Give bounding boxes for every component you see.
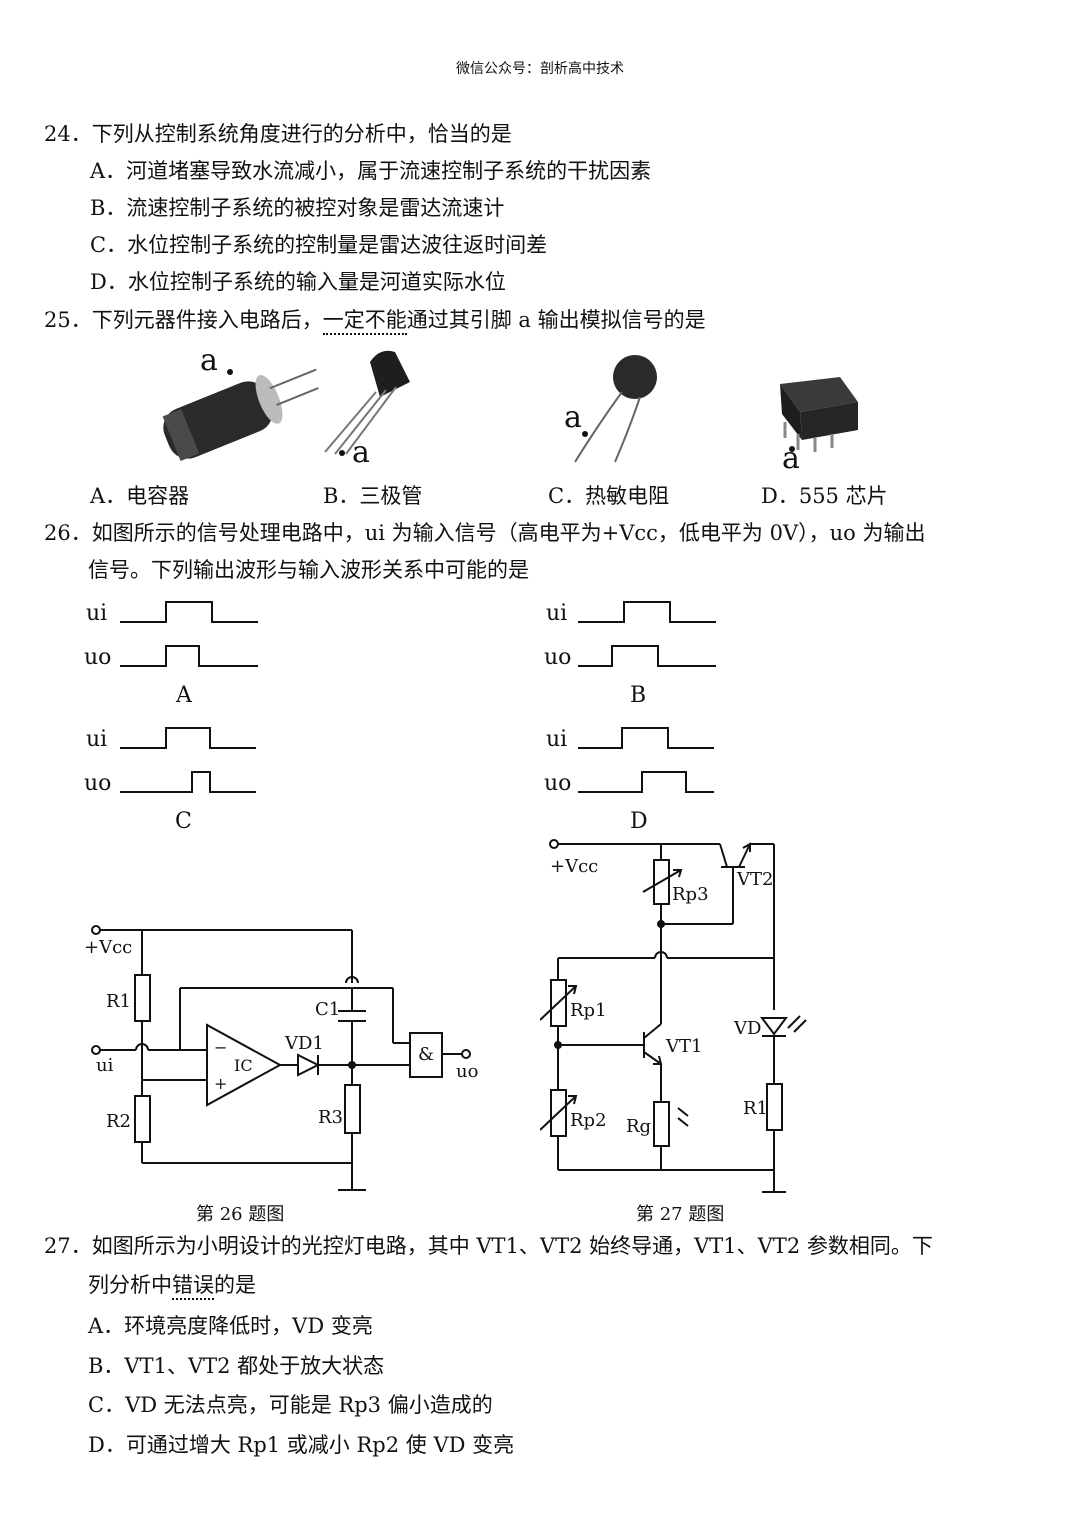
fig26-caption: 第 26 题图 bbox=[196, 1204, 285, 1225]
q27-option-a: A．环境亮度降低时，VD 变亮 bbox=[88, 1314, 373, 1338]
q25-option-c: C．热敏电阻 bbox=[548, 484, 670, 508]
fig26-vd1-label: VD1 bbox=[284, 1033, 324, 1054]
waveform-a-uo bbox=[120, 645, 258, 667]
q27-stem-line2: 列分析中错误的是 bbox=[88, 1271, 256, 1300]
waveform-b-uo-label: uo bbox=[544, 645, 571, 670]
transistor-image: a bbox=[324, 350, 410, 470]
waveform-d-ui-label: ui bbox=[546, 727, 567, 752]
fig27-rp2-label: Rp2 bbox=[570, 1110, 607, 1131]
fig27-vcc-label: +Vcc bbox=[550, 856, 598, 877]
capacitor-pin-label: a bbox=[200, 343, 218, 378]
q25-stem-post: 通过其引脚 a 输出模拟信号的是 bbox=[406, 308, 706, 332]
q25-option-a: A．电容器 bbox=[90, 484, 190, 508]
fig26-r1-label: R1 bbox=[106, 991, 131, 1012]
thermistor-image: a bbox=[564, 355, 657, 463]
q25-option-d: D．555 芯片 bbox=[761, 484, 888, 508]
q27-stem-emphasis: 错误 bbox=[172, 1273, 214, 1300]
q27-stem-pre: 列分析中 bbox=[88, 1273, 172, 1297]
fig27-rp1-label: Rp1 bbox=[570, 1000, 607, 1021]
q26-stem-line2: 信号。下列输出波形与输入波形关系中可能的是 bbox=[88, 558, 529, 582]
fig26-ui-label: ui bbox=[96, 1055, 114, 1076]
chip-pin-label: a bbox=[782, 441, 800, 476]
waveform-a-uo-label: uo bbox=[84, 645, 111, 670]
fig26-r3-label: R3 bbox=[318, 1107, 343, 1128]
waveform-c-ui-label: ui bbox=[86, 727, 107, 752]
waveform-b-caption: B bbox=[630, 683, 646, 708]
fig27-vt2-label: VT2 bbox=[736, 869, 773, 890]
q24-option-a: A．河道堵塞导致水流减小，属于流速控制子系统的干扰因素 bbox=[90, 159, 652, 183]
fig26-opamp-minus: − bbox=[214, 1038, 227, 1057]
fig26-uo-label: uo bbox=[456, 1061, 478, 1082]
waveform-d-uo-label: uo bbox=[544, 771, 571, 796]
fig27-r1-label: R1 bbox=[743, 1098, 768, 1119]
q25-option-b: B．三极管 bbox=[323, 484, 423, 508]
q24-option-b: B．流速控制子系统的被控对象是雷达流速计 bbox=[90, 196, 505, 220]
capacitor-image: a bbox=[162, 343, 319, 461]
chip-555-image: a bbox=[780, 377, 858, 476]
fig26-r2-label: R2 bbox=[106, 1111, 131, 1132]
fig27-circuit: +Vcc Rp3 VT2 Rp1 VT1 Rp2 Rg VD R1 bbox=[540, 839, 807, 1193]
waveform-d-uo bbox=[578, 771, 714, 793]
fig27-rp3-label: Rp3 bbox=[672, 884, 709, 905]
fig27-caption: 第 27 题图 bbox=[636, 1204, 725, 1225]
q27-option-c: C．VD 无法点亮，可能是 Rp3 偏小造成的 bbox=[88, 1393, 493, 1417]
fig27-vt1-label: VT1 bbox=[665, 1036, 702, 1057]
q25-components-figure: a a a a bbox=[162, 343, 858, 476]
fig26-vcc-label: +Vcc bbox=[84, 937, 132, 958]
waveform-b-ui-label: ui bbox=[546, 601, 567, 626]
fig27-vd-label: VD bbox=[733, 1018, 761, 1039]
waveform-a-ui bbox=[120, 601, 258, 623]
waveform-a-ui-label: ui bbox=[86, 601, 107, 626]
q27-option-d: D．可通过增大 Rp1 或减小 Rp2 使 VD 变亮 bbox=[88, 1433, 515, 1457]
q25-stem: 25．下列元器件接入电路后，一定不能通过其引脚 a 输出模拟信号的是 bbox=[44, 306, 706, 335]
q27-option-b: B．VT1、VT2 都处于放大状态 bbox=[88, 1354, 385, 1378]
fig26-c1-label: C1 bbox=[315, 999, 340, 1020]
q24-option-d: D．水位控制子系统的输入量是河道实际水位 bbox=[90, 270, 506, 294]
fig26-opamp-plus: + bbox=[214, 1074, 227, 1093]
q25-stem-pre: 25．下列元器件接入电路后， bbox=[44, 308, 323, 332]
q27-stem-post: 的是 bbox=[214, 1273, 256, 1297]
waveform-c-ui bbox=[120, 727, 256, 749]
fig27-rg-label: Rg bbox=[626, 1116, 651, 1137]
page-header: 微信公众号：剖析高中技术 bbox=[456, 61, 624, 77]
waveform-b-ui bbox=[578, 601, 716, 623]
q24-stem: 24．下列从控制系统角度进行的分析中，恰当的是 bbox=[44, 122, 512, 146]
fig26-circuit: +Vcc R1 R2 ui C1 VD1 IC − + R3 & uo bbox=[84, 925, 478, 1191]
q27-stem-line1: 27．如图所示为小明设计的光控灯电路，其中 VT1、VT2 始终导通，VT1、V… bbox=[44, 1234, 933, 1258]
waveform-c-uo-label: uo bbox=[84, 771, 111, 796]
q26-waveforms: ui uo A ui uo B ui uo C ui uo D bbox=[84, 601, 716, 834]
fig26-and-gate-label: & bbox=[418, 1044, 434, 1065]
fig26-ic-label: IC bbox=[234, 1056, 253, 1075]
waveform-c-caption: C bbox=[175, 809, 192, 834]
waveform-d-caption: D bbox=[630, 809, 648, 834]
waveform-b-uo bbox=[578, 645, 716, 667]
waveform-a-caption: A bbox=[175, 683, 193, 708]
q25-stem-emphasis: 一定不能 bbox=[322, 308, 407, 335]
waveform-c-uo bbox=[120, 771, 256, 793]
q24-option-c: C．水位控制子系统的控制量是雷达波往返时间差 bbox=[90, 233, 548, 257]
transistor-pin-label: a bbox=[352, 435, 370, 470]
thermistor-pin-label: a bbox=[564, 400, 582, 435]
waveform-d-ui bbox=[578, 727, 714, 749]
q26-stem-line1: 26．如图所示的信号处理电路中，ui 为输入信号（高电平为+Vcc，低电平为 0… bbox=[44, 521, 926, 545]
